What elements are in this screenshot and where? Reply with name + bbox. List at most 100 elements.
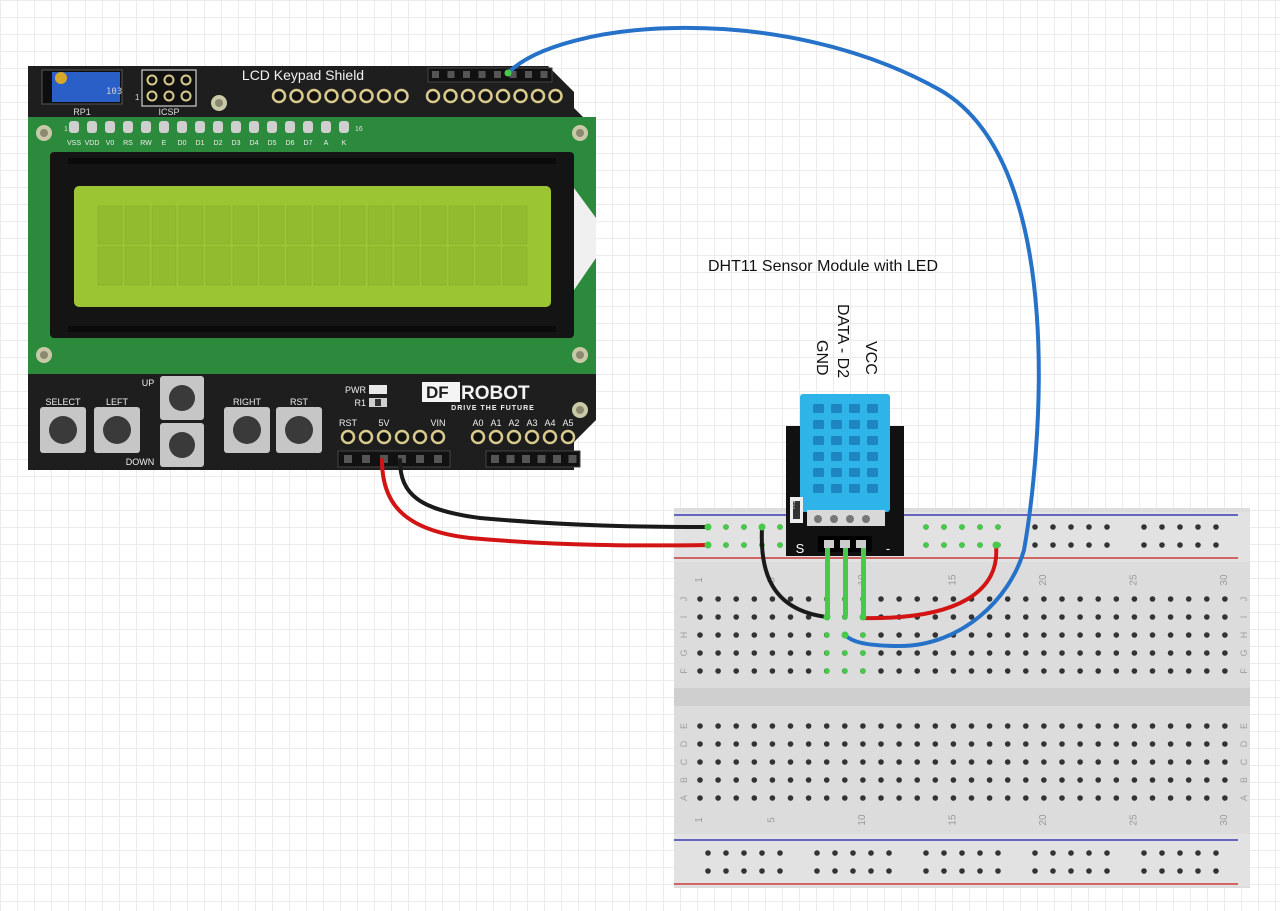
breadboard-hole[interactable] xyxy=(950,795,957,801)
breadboard-hole-connected[interactable] xyxy=(860,668,866,674)
breadboard-hole[interactable] xyxy=(1095,741,1101,747)
breadboard-hole[interactable] xyxy=(697,614,703,620)
rail-hole-connected[interactable] xyxy=(777,542,783,548)
breadboard-hole[interactable] xyxy=(842,795,848,801)
breadboard-hole[interactable] xyxy=(1204,741,1210,747)
breadboard-hole[interactable] xyxy=(1113,759,1120,765)
breadboard-hole[interactable] xyxy=(823,723,830,729)
breadboard-hole[interactable] xyxy=(1149,632,1156,638)
breadboard-hole[interactable] xyxy=(805,741,812,747)
breadboard-hole[interactable] xyxy=(1023,723,1029,729)
breadboard-hole[interactable] xyxy=(715,614,721,620)
breadboard-hole[interactable] xyxy=(733,723,739,729)
header-socket[interactable] xyxy=(491,455,499,463)
power-pin[interactable] xyxy=(340,429,356,445)
breadboard-hole[interactable] xyxy=(986,632,993,638)
rail-hole[interactable] xyxy=(941,868,947,874)
breadboard-hole[interactable] xyxy=(1095,759,1101,765)
breadboard-hole[interactable] xyxy=(1131,614,1138,620)
breadboard-hole[interactable] xyxy=(932,668,939,674)
breadboard-hole[interactable] xyxy=(1059,650,1065,656)
breadboard-hole[interactable] xyxy=(914,741,920,747)
breadboard-hole[interactable] xyxy=(787,777,794,783)
breadboard-hole[interactable] xyxy=(878,668,884,674)
breadboard-hole[interactable] xyxy=(986,741,993,747)
breadboard-hole[interactable] xyxy=(1113,723,1120,729)
breadboard-hole[interactable] xyxy=(1023,614,1029,620)
breadboard-hole[interactable] xyxy=(1167,632,1174,638)
breadboard-hole[interactable] xyxy=(1149,614,1156,620)
rail-hole[interactable] xyxy=(1159,868,1165,874)
breadboard-hole[interactable] xyxy=(1149,777,1156,783)
breadboard-hole[interactable] xyxy=(715,777,721,783)
breadboard-hole[interactable] xyxy=(1149,759,1156,765)
breadboard-hole[interactable] xyxy=(950,650,957,656)
breadboard-hole[interactable] xyxy=(805,650,812,656)
breadboard-hole[interactable] xyxy=(986,614,993,620)
breadboard-hole[interactable] xyxy=(1222,795,1228,801)
rail-hole-connected[interactable] xyxy=(977,524,983,530)
breadboard-hole[interactable] xyxy=(1059,668,1065,674)
header-socket[interactable] xyxy=(432,71,439,78)
rail-hole[interactable] xyxy=(1213,868,1219,874)
breadboard-hole[interactable] xyxy=(733,650,739,656)
breadboard-hole[interactable] xyxy=(896,650,902,656)
header-pin[interactable] xyxy=(443,88,458,104)
breadboard-hole[interactable] xyxy=(1149,741,1156,747)
breadboard-hole[interactable] xyxy=(787,759,794,765)
breadboard-hole[interactable] xyxy=(878,632,884,638)
breadboard-hole[interactable] xyxy=(1131,668,1138,674)
breadboard-hole[interactable] xyxy=(878,795,884,801)
rail-hole[interactable] xyxy=(705,850,711,856)
breadboard-hole[interactable] xyxy=(914,723,920,729)
breadboard-hole[interactable] xyxy=(896,668,902,674)
power-pin[interactable] xyxy=(358,429,374,445)
breadboard-hole[interactable] xyxy=(697,723,703,729)
breadboard-hole[interactable] xyxy=(1222,777,1228,783)
breadboard-hole[interactable] xyxy=(1185,795,1192,801)
header-pin[interactable] xyxy=(341,88,357,104)
breadboard-hole[interactable] xyxy=(733,614,739,620)
rail-hole[interactable] xyxy=(868,850,874,856)
breadboard-hole[interactable] xyxy=(986,723,993,729)
breadboard-hole[interactable] xyxy=(751,777,758,783)
breadboard-hole[interactable] xyxy=(896,759,902,765)
breadboard-hole[interactable] xyxy=(715,723,721,729)
breadboard-hole[interactable] xyxy=(878,759,884,765)
breadboard-hole[interactable] xyxy=(896,795,902,801)
rail-hole[interactable] xyxy=(1050,542,1056,548)
breadboard-hole[interactable] xyxy=(1113,632,1120,638)
rail-hole[interactable] xyxy=(1032,850,1038,856)
breadboard-hole[interactable] xyxy=(878,777,884,783)
breadboard-hole[interactable] xyxy=(1113,614,1120,620)
breadboard-hole[interactable] xyxy=(1185,650,1192,656)
rail-hole[interactable] xyxy=(759,868,765,874)
header-socket[interactable] xyxy=(447,71,455,78)
rail-hole[interactable] xyxy=(1086,850,1092,856)
rail-hole-connected[interactable] xyxy=(941,524,947,530)
left-button[interactable] xyxy=(94,407,140,453)
rail-hole[interactable] xyxy=(741,868,747,874)
rail-hole[interactable] xyxy=(1104,542,1110,548)
power-pin[interactable] xyxy=(430,429,446,445)
breadboard-hole[interactable] xyxy=(950,759,957,765)
breadboard-hole[interactable] xyxy=(1185,596,1192,602)
rail-hole[interactable] xyxy=(723,850,729,856)
reset-button[interactable] xyxy=(276,407,322,453)
header-pin[interactable] xyxy=(478,88,493,104)
analog-pin[interactable] xyxy=(506,429,522,445)
breadboard-hole-connected[interactable] xyxy=(860,632,866,638)
breadboard-hole[interactable] xyxy=(842,777,848,783)
breadboard-hole[interactable] xyxy=(1077,777,1083,783)
header-socket[interactable] xyxy=(537,455,546,463)
wire-red-5v-to-rail[interactable] xyxy=(380,458,710,548)
breadboard-hole[interactable] xyxy=(950,777,957,783)
breadboard-hole[interactable] xyxy=(1185,668,1192,674)
breadboard-hole[interactable] xyxy=(842,741,848,747)
breadboard-hole[interactable] xyxy=(1004,650,1011,656)
breadboard-hole[interactable] xyxy=(733,759,739,765)
breadboard-hole[interactable] xyxy=(751,650,758,656)
header-socket[interactable] xyxy=(463,71,470,78)
breadboard-hole[interactable] xyxy=(842,723,848,729)
breadboard-hole-connected[interactable] xyxy=(824,632,830,638)
